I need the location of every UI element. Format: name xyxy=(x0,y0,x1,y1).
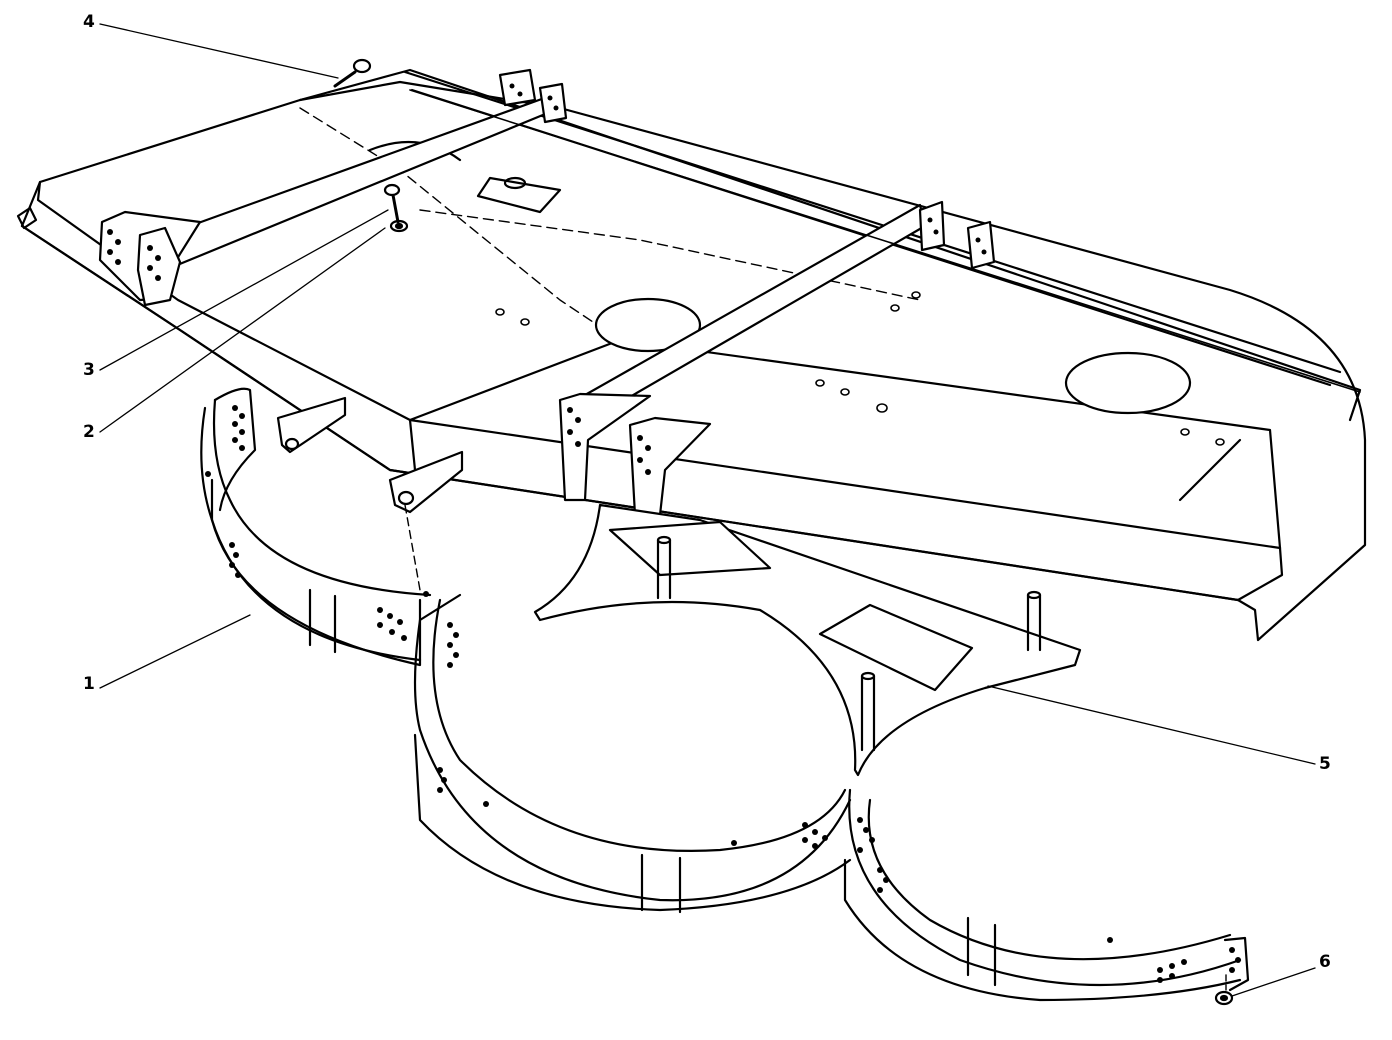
leader-lines xyxy=(99,23,1316,997)
callout-1: 1 xyxy=(83,674,95,694)
mounting-brackets xyxy=(98,68,996,517)
skirt-perforations xyxy=(205,405,1241,983)
leader-line-3 xyxy=(99,209,389,371)
callout-5: 5 xyxy=(1319,754,1331,774)
spindle-openings xyxy=(368,140,1192,415)
leader-line-2 xyxy=(99,227,386,433)
bracket-holes xyxy=(107,83,987,475)
hardware xyxy=(333,58,1234,1006)
callout-6: 6 xyxy=(1319,952,1331,972)
callout-3: 3 xyxy=(83,360,95,380)
baffle-plate xyxy=(533,503,1082,777)
leader-line-1 xyxy=(99,614,251,689)
leader-line-4 xyxy=(99,23,339,79)
leader-line-6 xyxy=(1231,967,1316,997)
leader-line-5 xyxy=(987,685,1316,765)
callout-4: 4 xyxy=(83,12,95,32)
deck-skirt xyxy=(200,387,1250,1002)
deck-holes xyxy=(495,291,1225,446)
callout-2: 2 xyxy=(83,422,95,442)
